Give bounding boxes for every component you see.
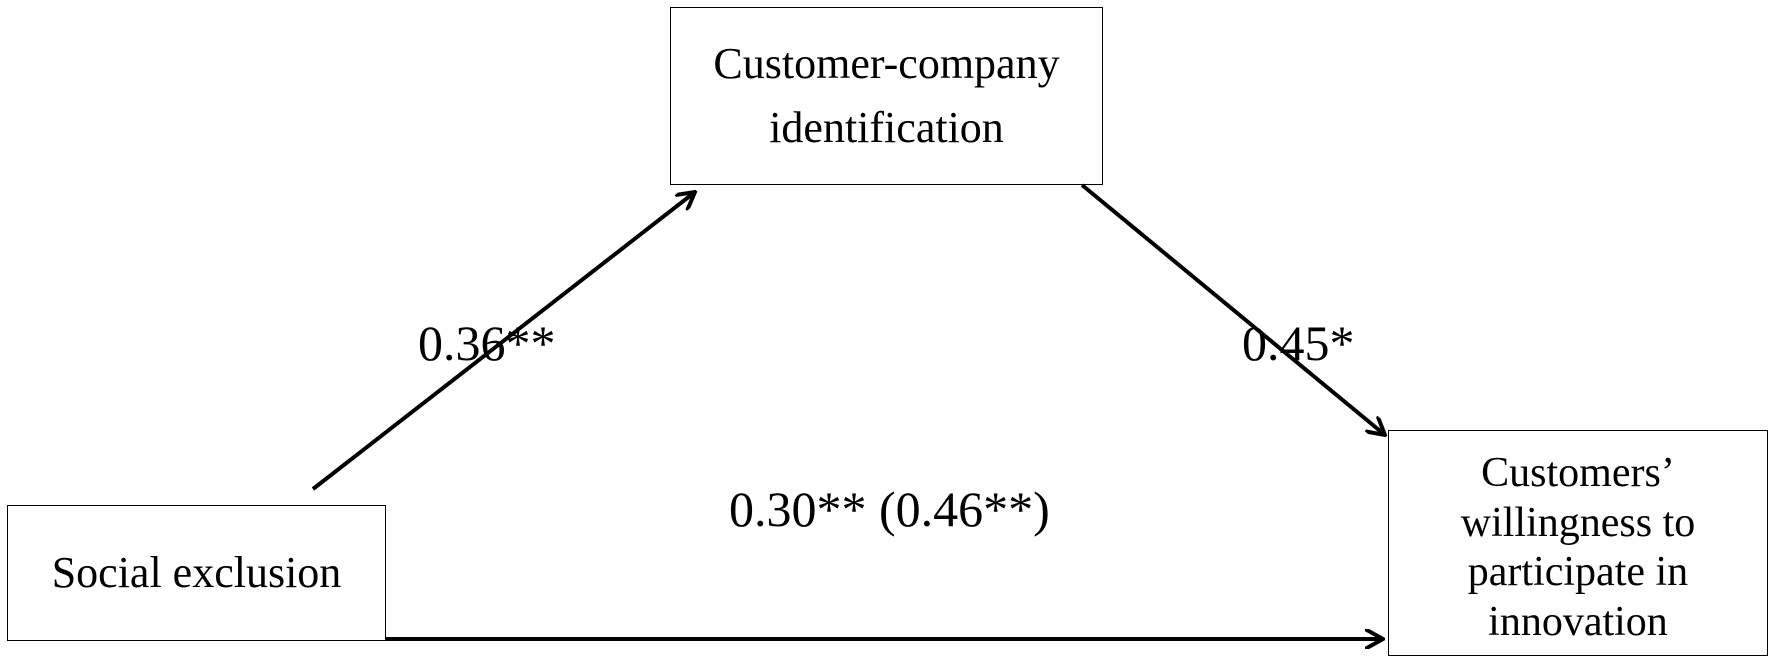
path-c-coefficient: 0.30** (0.46**) (729, 481, 1050, 537)
outcome-label: Customers’ willingness to participate in… (1460, 450, 1696, 645)
path-b-coefficient: 0.45* (1242, 315, 1355, 371)
outcome-box: Customers’ willingness to participate in… (1388, 430, 1768, 656)
path-b-arrow (1080, 183, 1385, 435)
mediator-label: Customer-company identification (713, 39, 1060, 152)
predictor-label: Social exclusion (51, 548, 342, 598)
path-a-coefficient: 0.36** (418, 315, 556, 371)
mediator-box: Customer-company identification (670, 7, 1103, 185)
predictor-box: Social exclusion (7, 505, 386, 641)
